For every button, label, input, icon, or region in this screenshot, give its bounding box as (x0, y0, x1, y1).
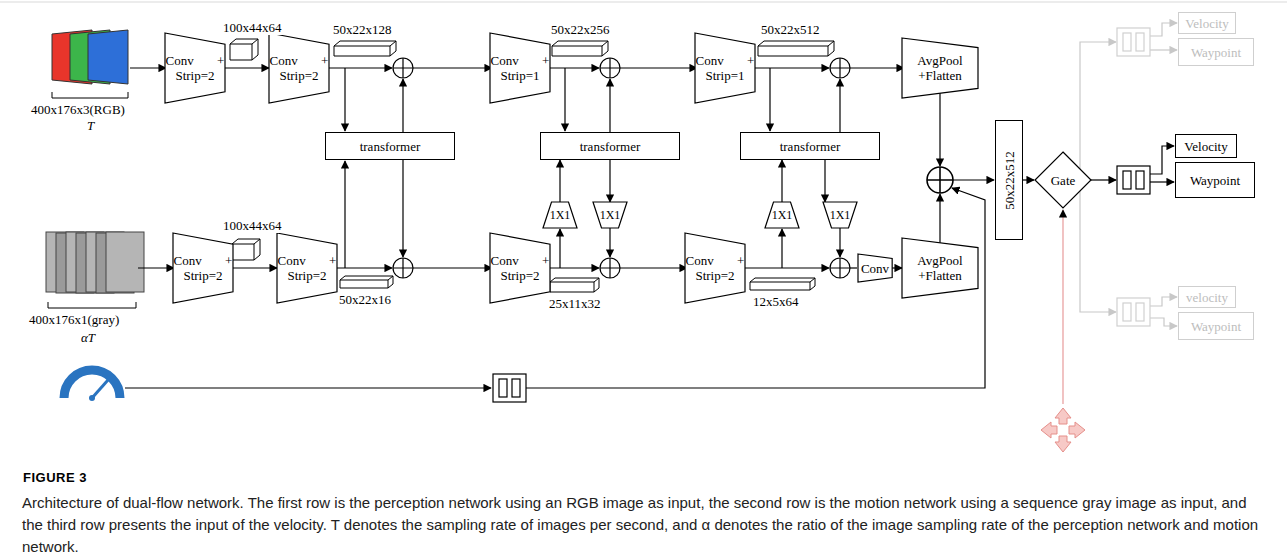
output-box: Velocity (1178, 12, 1236, 34)
connector (225, 67, 269, 68)
output-box: Waypoint (1178, 38, 1254, 66)
dimension-label: 100x44x64 (222, 20, 283, 35)
conv-block: Conv + Strip=2 (173, 233, 233, 303)
projection-block: 1X1 (543, 202, 577, 228)
transformer-box: transformer (740, 132, 880, 160)
node-text: AvgPool +Flatten (902, 53, 978, 83)
conv-block: Conv + Strip=1 (490, 33, 550, 103)
feature-bar: 50x22x512 (995, 120, 1023, 240)
node-text: Waypoint (1191, 45, 1241, 60)
rgb-image (52, 30, 128, 98)
node-text: Conv + Strip=2 (173, 253, 233, 283)
projection-block: 1X1 (593, 202, 627, 228)
dimension-label: 25x11x32 (548, 296, 602, 311)
projection-block: 1X1 (823, 202, 857, 228)
conv-block: Conv + Strip=2 (269, 33, 329, 103)
node-text: Conv + Strip=2 (277, 253, 337, 283)
node-text: Conv + Strip=1 (490, 53, 550, 83)
node-text: Waypoint (1190, 173, 1240, 188)
output-box: Waypoint (1175, 162, 1255, 198)
dimension-label: 50x22x256 (550, 22, 611, 37)
dimension-label: 100x44x64 (222, 218, 283, 233)
conv-block: Conv + Strip=2 (277, 233, 337, 303)
projection-block: 1X1 (765, 202, 799, 228)
node-text: Conv + Strip=2 (685, 253, 745, 283)
node-text: transformer (580, 139, 641, 154)
dimension-label: 50x22x512 (760, 22, 821, 37)
node-text: Conv + Strip=2 (165, 53, 225, 83)
node-text: velocity (1186, 290, 1228, 305)
node-text: AvgPool +Flatten (902, 253, 978, 283)
speedometer-icon (64, 370, 120, 401)
node-text: Conv + Strip=2 (490, 253, 550, 283)
figure-number: FIGURE 3 (22, 470, 88, 485)
node-text: Conv + Strip=1 (695, 53, 755, 83)
conv-block: Conv (858, 254, 892, 282)
node-text: 50x22x512 (1002, 151, 1017, 210)
connector (609, 160, 610, 202)
pool-block: AvgPool +Flatten (902, 238, 978, 298)
dimension-label: 50x22x16 (338, 292, 392, 307)
output-box: Waypoint (1178, 312, 1254, 340)
conv-block: Conv + Strip=2 (165, 33, 225, 103)
output-box: Velocity (1175, 134, 1237, 158)
node-text: transformer (360, 139, 421, 154)
conv-block: Conv + Strip=1 (695, 33, 755, 103)
node-text: 1X1 (830, 208, 851, 223)
node-text: Waypoint (1191, 319, 1241, 334)
dimension-label: αT (80, 330, 96, 345)
dimension-label: 50x22x128 (332, 22, 393, 37)
connector (824, 160, 825, 202)
node-text: transformer (780, 139, 841, 154)
gray-image-sequence (46, 232, 144, 293)
connector (892, 267, 902, 268)
node-text: Conv (861, 261, 889, 276)
dimension-label: 400x176x1(gray) (28, 312, 120, 327)
node-text: 1X1 (550, 208, 571, 223)
direction-icon (1041, 408, 1085, 452)
transformer-box: transformer (540, 132, 680, 160)
node-text: Velocity (1184, 139, 1227, 154)
dimension-label: 400x176x3(RGB) (30, 102, 126, 117)
dimension-label: 12x5x64 (752, 294, 800, 309)
connector (559, 160, 560, 202)
node-text: 1X1 (772, 208, 793, 223)
connector (233, 267, 277, 268)
output-box: velocity (1178, 286, 1236, 308)
figure-caption: Architecture of dual-flow network. The f… (22, 492, 1267, 554)
dimension-label: T (86, 118, 95, 133)
node-text: Conv + Strip=2 (269, 53, 329, 83)
node-text: Velocity (1185, 16, 1228, 31)
node-text: 1X1 (600, 208, 621, 223)
conv-block: Conv + Strip=2 (490, 233, 550, 303)
connector (781, 160, 782, 202)
node-text: Gate (1051, 173, 1076, 188)
pool-block: AvgPool +Flatten (902, 38, 978, 98)
conv-block: Conv + Strip=2 (685, 233, 745, 303)
transformer-box: transformer (325, 132, 455, 160)
gate-diamond: Gate (1035, 152, 1091, 208)
